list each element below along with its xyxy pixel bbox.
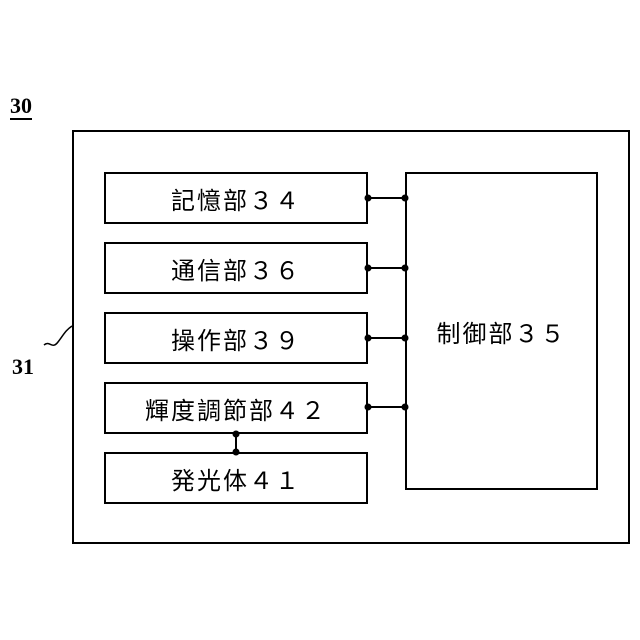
control-unit-block: 制御部３５: [405, 172, 598, 490]
control-unit-label: 制御部３５: [437, 314, 567, 349]
brightness-adjustment-unit-block: 輝度調節部４２: [104, 382, 368, 434]
housing-leader-line: [44, 326, 72, 345]
light-emitter-label: 発光体４１: [171, 461, 301, 496]
storage-unit-block: 記憶部３４: [104, 172, 368, 224]
light-emitter-block: 発光体４１: [104, 452, 368, 504]
communication-unit-block: 通信部３６: [104, 242, 368, 294]
operation-unit-block: 操作部３９: [104, 312, 368, 364]
device-reference-label: 30: [10, 95, 32, 120]
operation-unit-label: 操作部３９: [171, 321, 301, 356]
brightness-adjustment-unit-label: 輝度調節部４２: [145, 391, 327, 426]
housing-reference-label: 31: [12, 356, 34, 378]
communication-unit-label: 通信部３６: [171, 251, 301, 286]
storage-unit-label: 記憶部３４: [171, 181, 301, 216]
